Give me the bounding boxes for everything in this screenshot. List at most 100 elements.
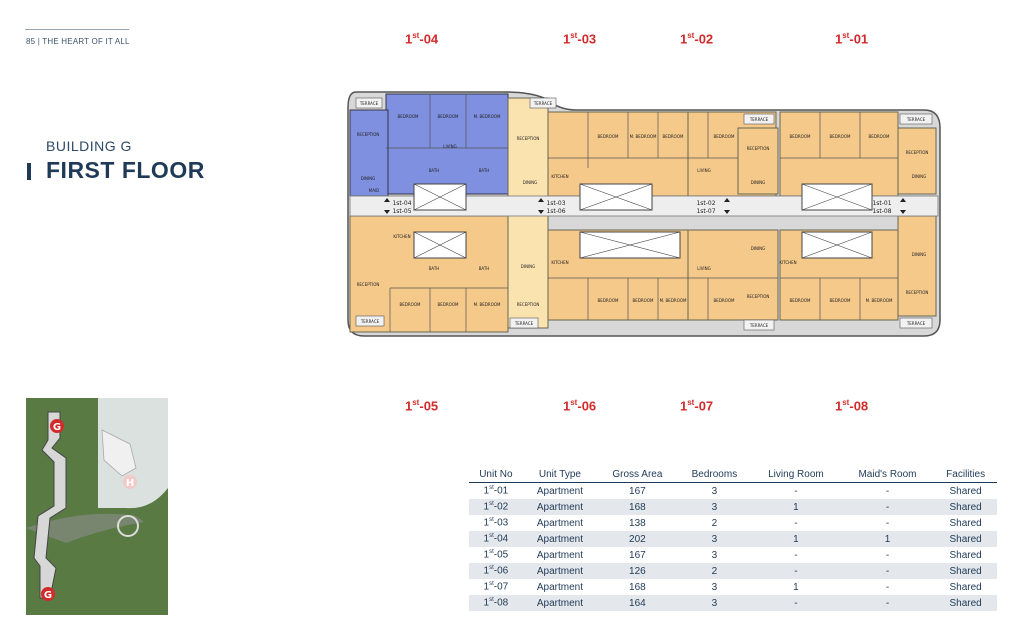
room-label: KITCHEN [779,260,796,265]
cell-living-room: 1 [793,581,799,593]
room-label: TERRACE [514,321,534,326]
cell-maids-room: - [885,517,890,529]
header-maids-room: Maid's Room [840,466,935,483]
room-label: BEDROOM [598,134,619,139]
floor-plan: TERRACE TERRACE TERRACE TERRACE TERRACE … [347,91,941,337]
room-label: BEDROOM [790,298,811,303]
room-label: M. BEDROOM [866,298,893,303]
room-label: KITCHEN [551,260,568,265]
terrace [355,97,383,109]
room-label: TERRACE [749,323,769,328]
cell-bedrooms: 2 [677,563,752,579]
arrow-up-icon [384,198,390,202]
cell-gross-area: 167 [629,485,646,497]
cell-living-room: - [794,517,798,529]
arrow-up-icon [538,198,544,202]
room-label: BEDROOM [633,298,654,303]
cell-gross-area: 202 [597,531,678,547]
room-label: BEDROOM [869,134,890,139]
roundabout [117,515,139,537]
corridor-tag: 1st-01 [872,200,891,207]
floor-title: FIRST FLOOR [46,157,205,183]
marker-h [123,475,137,489]
room-label: MAID [369,188,379,193]
cell-bedrooms: 3 [677,499,752,515]
unit-1st-02-reception [737,127,779,195]
terrace [509,317,539,329]
corridor-tag: 1st-02 [696,200,715,207]
arrow-down-icon [724,210,730,214]
corridor-tag: 1st-06 [546,208,565,215]
room-label: TERRACE [906,117,926,122]
terrace [899,113,933,125]
cell-living-room: - [751,595,841,611]
room-label: LIVING [443,144,456,149]
header-living-room: Living Room [751,466,841,483]
cell-facilities: Shared [934,563,997,579]
cell-facilities: Shared [949,581,982,593]
cell-maids-room: - [885,485,890,497]
room-label: BEDROOM [438,114,459,119]
room-label: BATH [429,168,440,173]
lift-core-mark [413,183,467,211]
marker-g2 [41,587,55,601]
table-row: 1st-05 Apartment 167 3 - - Shared [469,547,997,563]
marker-g1 [50,419,64,433]
unit-label-1st-01: 1st-01 [835,31,869,47]
room-label: TERRACE [533,101,553,106]
cell-maids-room: - [840,563,935,579]
arrow-down-icon [538,210,544,214]
room-label: M. BEDROOM [474,302,501,307]
marker-label-g2: G [44,590,52,601]
terrace [529,97,557,109]
header-unit-no: Unit No [469,466,523,483]
room-label: BATH [479,266,490,271]
corridor-tag: 1st-07 [696,208,715,215]
room-label: LIVING [697,266,710,271]
terrace [355,315,385,327]
room-label: BEDROOM [830,298,851,303]
unit-label-1st-07: 1st-07 [680,398,714,414]
room-label: DINING [751,180,766,185]
cell-bedrooms: 2 [711,517,718,529]
room-label: TERRACE [360,319,380,324]
room-label: BEDROOM [398,114,419,119]
corridor-tag: 1st-08 [872,208,891,215]
room-label: BATH [479,168,490,173]
room-label: BEDROOM [714,134,735,139]
building-h-outline [101,429,137,477]
room-label: M. BEDROOM [660,298,687,303]
cell-unit-no: 1st-01 [483,485,509,497]
top-rule [25,29,129,30]
room-label: KITCHEN [551,174,568,179]
unit-1st-04-reception [349,109,389,197]
room-label: RECEPTION [747,146,770,151]
table-row: 1st-04 Apartment 202 3 1 1 Shared [469,531,997,547]
room-label: RECEPTION [747,294,770,299]
cell-unit-no: 1st-07 [483,581,509,593]
cell-unit-type: Apartment [536,581,583,593]
cell-unit-no: 1st-08 [469,595,523,611]
corridor-tag: 1st-05 [392,208,411,215]
cell-bedrooms: 3 [711,485,718,497]
terrace [899,317,933,329]
cell-unit-no: 1st-04 [469,531,523,547]
room-label: RECEPTION [906,290,929,295]
unit-label-1st-03: 1st-03 [563,31,597,47]
table-row: 1st-02 Apartment 168 3 1 - Shared [469,499,997,515]
unit-1st-04-area [385,93,509,195]
table-row: 1st-06 Apartment 126 2 - - Shared [469,563,997,579]
room-label: LIVING [697,168,710,173]
header-bedrooms: Bedrooms [677,466,752,483]
cell-unit-type: Apartment [522,499,598,515]
marker-label-g1: G [53,422,61,433]
site-key-map: G G H [26,398,168,615]
cell-living-room: - [794,485,798,497]
room-label: RECEPTION [357,282,380,287]
cell-living-room: - [751,563,841,579]
room-label: BEDROOM [790,134,811,139]
cell-unit-type: Apartment [522,595,598,611]
cell-bedrooms: 3 [711,581,718,593]
page-label: 85 | THE HEART OF IT ALL [26,37,130,46]
room-label: M. BEDROOM [474,114,501,119]
